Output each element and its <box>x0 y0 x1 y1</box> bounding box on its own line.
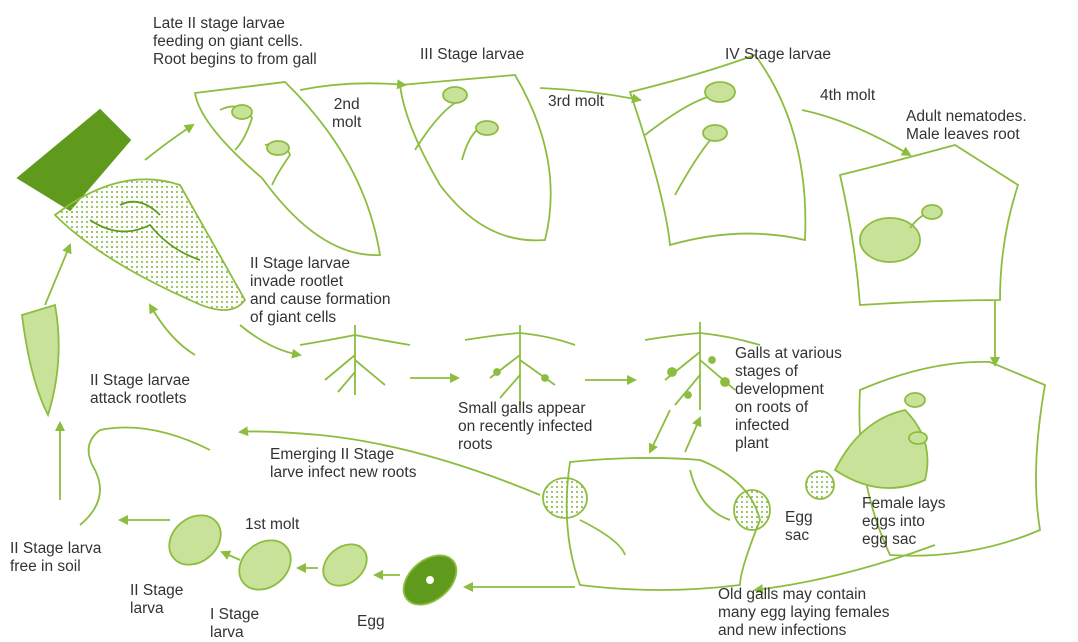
label-line: roots <box>458 436 592 454</box>
label-line: Galls at various <box>735 345 842 363</box>
arrow-attack-to-roottip <box>150 305 195 355</box>
label-line: Small galls appear <box>458 400 592 418</box>
label-line: Male leaves root <box>906 126 1027 144</box>
rootlet-illustration <box>22 305 59 415</box>
label-line: and cause formation <box>250 291 390 309</box>
label-line: Adult nematodes. <box>906 108 1027 126</box>
label-line: larva <box>130 600 183 618</box>
label-line: Egg <box>357 613 385 631</box>
label-line: feeding on giant cells. <box>153 33 317 51</box>
label-adult-nematodes: Adult nematodes.Male leaves root <box>906 108 1027 144</box>
label-line: stages of <box>735 363 842 381</box>
label-line: invade rootlet <box>250 273 390 291</box>
label-iii-stage: III Stage larvae <box>420 46 524 64</box>
label-line: on roots of <box>735 399 842 417</box>
label-line: development <box>735 381 842 399</box>
gall-panel-adult <box>840 145 1018 305</box>
label-first-molt: 1st molt <box>245 516 299 534</box>
label-iv-stage: IV Stage larvae <box>725 46 831 64</box>
label-line: Root begins to from gall <box>153 51 317 69</box>
larva-ii-stage-molting-illustration <box>159 505 230 575</box>
label-line: plant <box>735 435 842 453</box>
label-line: 2nd <box>332 96 361 114</box>
label-line: II Stage <box>130 582 183 600</box>
arrow-female-to-oldgalls <box>755 545 935 590</box>
label-line: II Stage larva <box>10 540 101 558</box>
arrow-gall1-to-gall2 <box>300 83 405 90</box>
label-line: egg sac <box>862 531 946 549</box>
label-line: eggs into <box>862 513 946 531</box>
gall-panel-iv-stage <box>630 55 805 245</box>
larva-free-in-soil-illustration <box>80 428 210 526</box>
arrow-gall3-to-adult <box>802 110 910 155</box>
label-third-molt: 3rd molt <box>548 93 604 111</box>
arrow-ilarva-to-iilarva <box>222 552 240 560</box>
label-line: Old galls may contain <box>718 586 889 604</box>
label-line: and new infections <box>718 622 889 640</box>
label-line: 1st molt <box>245 516 299 534</box>
label-line: larve infect new roots <box>270 464 416 482</box>
egg-illustration <box>394 545 466 614</box>
egg-with-embryo-illustration <box>315 536 375 594</box>
label-line: sac <box>785 527 813 545</box>
label-line: 4th molt <box>820 87 875 105</box>
arrow-oldgalls-up <box>685 418 700 452</box>
root-tip-illustration <box>18 110 245 310</box>
label-line: infected <box>735 417 842 435</box>
label-line: I Stage <box>210 606 259 624</box>
label-line: IV Stage larvae <box>725 46 831 64</box>
label-egg: Egg <box>357 613 385 631</box>
label-fourth-molt: 4th molt <box>820 87 875 105</box>
label-line: attack rootlets <box>90 390 190 408</box>
arrow-roottip-to-roots <box>240 325 300 355</box>
label-line: larva <box>210 624 259 642</box>
root-system-2 <box>465 325 575 405</box>
larva-i-stage-illustration <box>229 530 300 600</box>
arrow-rootlet-to-roottip <box>45 245 70 305</box>
root-system-1 <box>300 325 410 395</box>
label-line: Late II stage larvae <box>153 15 317 33</box>
label-line: on recently infected <box>458 418 592 436</box>
gall-panel-old-galls <box>543 458 770 590</box>
label-line: III Stage larvae <box>420 46 524 64</box>
label-line: many egg laying females <box>718 604 889 622</box>
gall-panel-iii-stage <box>400 75 551 240</box>
arrow-roots3-down <box>650 410 670 452</box>
label-line: of giant cells <box>250 309 390 327</box>
label-line: II Stage larvae <box>90 372 190 390</box>
label-line: II Stage larvae <box>250 255 390 273</box>
label-line: 3rd molt <box>548 93 604 111</box>
label-line: Emerging II Stage <box>270 446 416 464</box>
label-line: Egg <box>785 509 813 527</box>
label-line: free in soil <box>10 558 101 576</box>
label-line: Female lays <box>862 495 946 513</box>
label-line: molt <box>332 114 361 132</box>
arrow-roottip-to-gall1 <box>145 125 193 160</box>
